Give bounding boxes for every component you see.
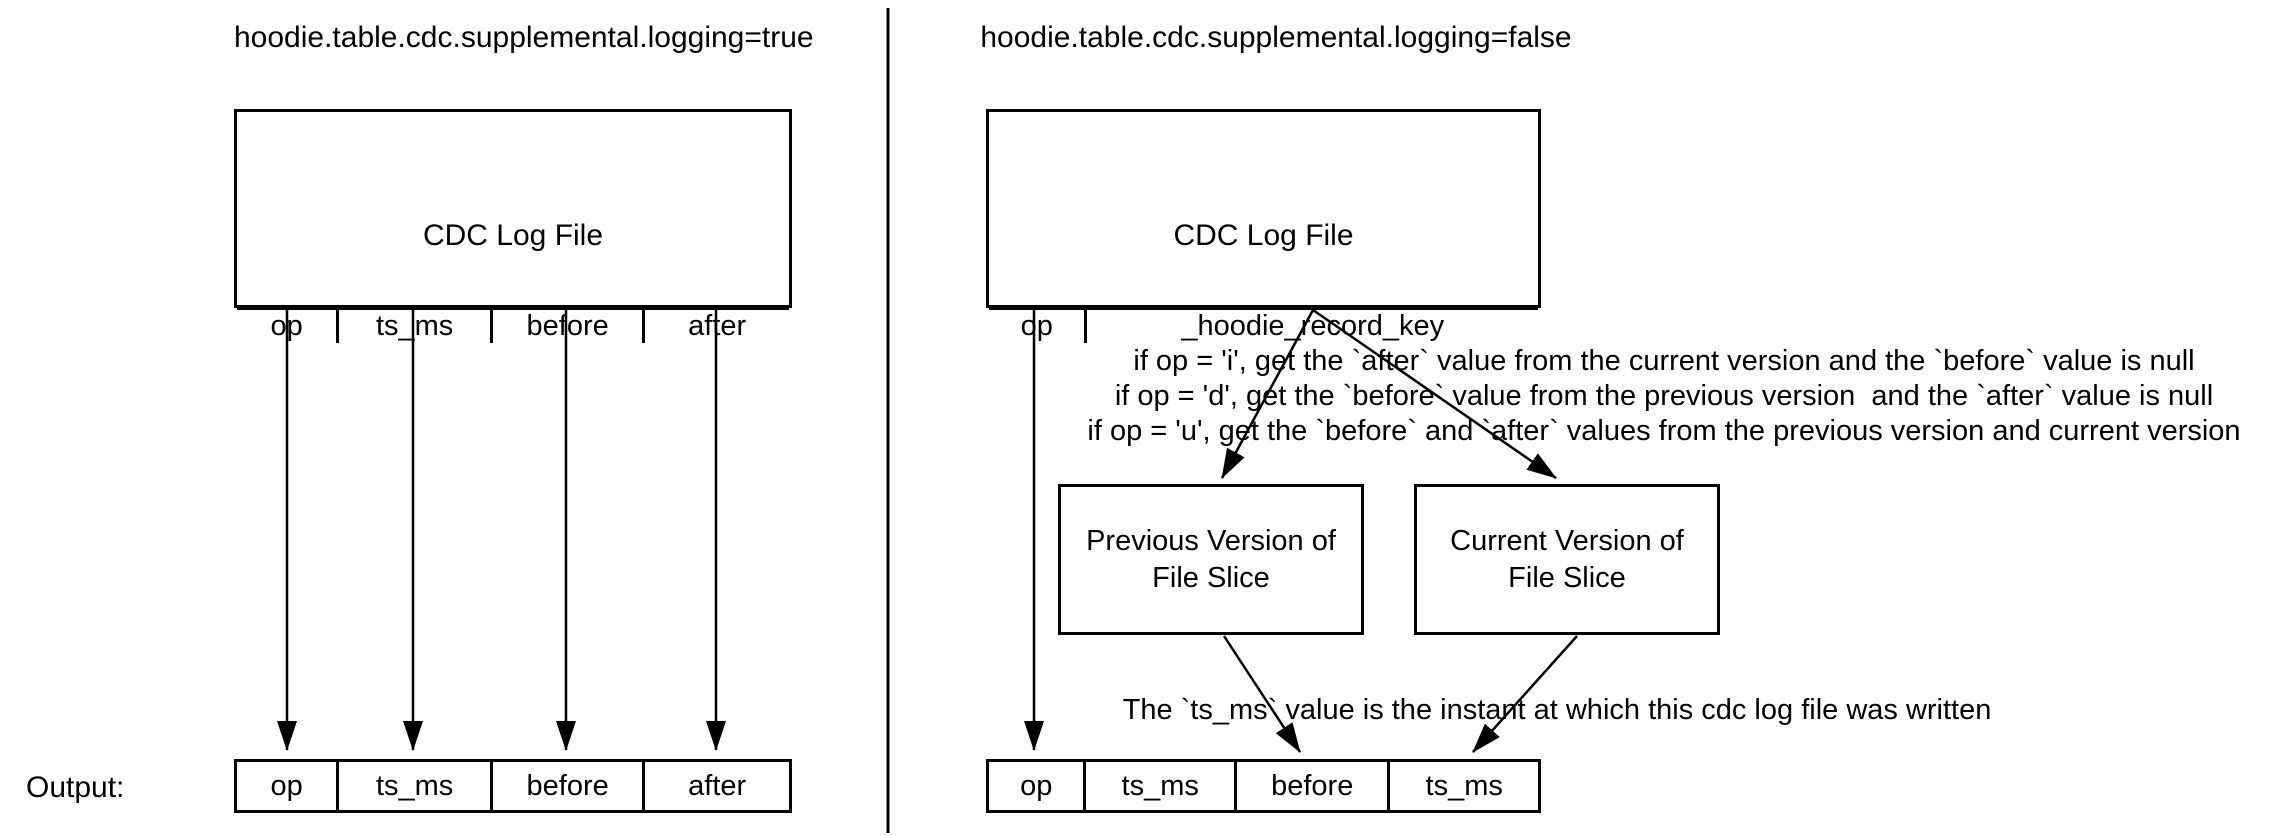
current-version-box: Current Version of File Slice: [1414, 484, 1720, 635]
op-rule-delete: if op = 'd', get the `before` value from…: [1114, 380, 2214, 412]
ts-ms-note: The `ts_ms` value is the instant at whic…: [1122, 694, 1992, 726]
current-version-line1: Current Version of: [1450, 524, 1684, 557]
right-out-before: before: [1233, 762, 1387, 810]
previous-version-line1: Previous Version of: [1086, 524, 1336, 557]
left-out-after: after: [642, 762, 789, 810]
arrow-fan-to-current: [1312, 308, 1557, 480]
right-col-op: op: [1020, 310, 1053, 342]
previous-version-box: Previous Version of File Slice: [1058, 484, 1364, 635]
right-col-hoodie-record-key: _hoodie_record_key: [1084, 310, 1538, 343]
left-cdc-columns: op ts_ms before after: [237, 310, 789, 343]
left-col-ts-ms: ts_ms: [336, 310, 490, 343]
right-out-op: op: [1020, 769, 1053, 802]
left-col-after: after: [642, 310, 789, 343]
right-cdc-columns: op _hoodie_record_key: [989, 310, 1538, 343]
right-cdc-log-file-box: CDC Log File op _hoodie_record_key: [986, 109, 1541, 343]
current-version-line2: File Slice: [1508, 561, 1626, 594]
right-cdc-box-title: CDC Log File: [989, 112, 1538, 310]
left-out-op: op: [270, 769, 303, 802]
op-rule-update: if op = 'u', get the `before` and `after…: [1087, 415, 2241, 447]
previous-version-line2: File Slice: [1152, 561, 1270, 594]
left-output-row: op ts_ms before after: [234, 759, 792, 813]
op-rules-text: if op = 'i', get the `after` value from …: [1050, 344, 2278, 449]
left-col-op: op: [270, 310, 303, 342]
right-out-ts-ms-2: ts_ms: [1387, 762, 1538, 810]
left-cdc-log-file-box: CDC Log File op ts_ms before after: [234, 109, 792, 343]
left-out-ts-ms: ts_ms: [336, 762, 490, 810]
arrow-current-to-ts-ms: [1472, 635, 1578, 753]
op-rule-insert: if op = 'i', get the `after` value from …: [1133, 345, 2195, 377]
arrow-fan-to-previous: [1220, 309, 1315, 479]
left-col-before: before: [489, 310, 643, 343]
arrow-previous-to-before: [1222, 635, 1302, 753]
right-output-row: op ts_ms before ts_ms: [986, 759, 1541, 813]
right-out-ts-ms: ts_ms: [1083, 762, 1234, 810]
left-out-before: before: [489, 762, 643, 810]
right-panel-title: hoodie.table.cdc.supplemental.logging=fa…: [980, 21, 1572, 54]
left-cdc-box-title: CDC Log File: [237, 112, 789, 310]
output-label: Output:: [26, 771, 125, 804]
left-panel-title: hoodie.table.cdc.supplemental.logging=tr…: [234, 21, 814, 54]
